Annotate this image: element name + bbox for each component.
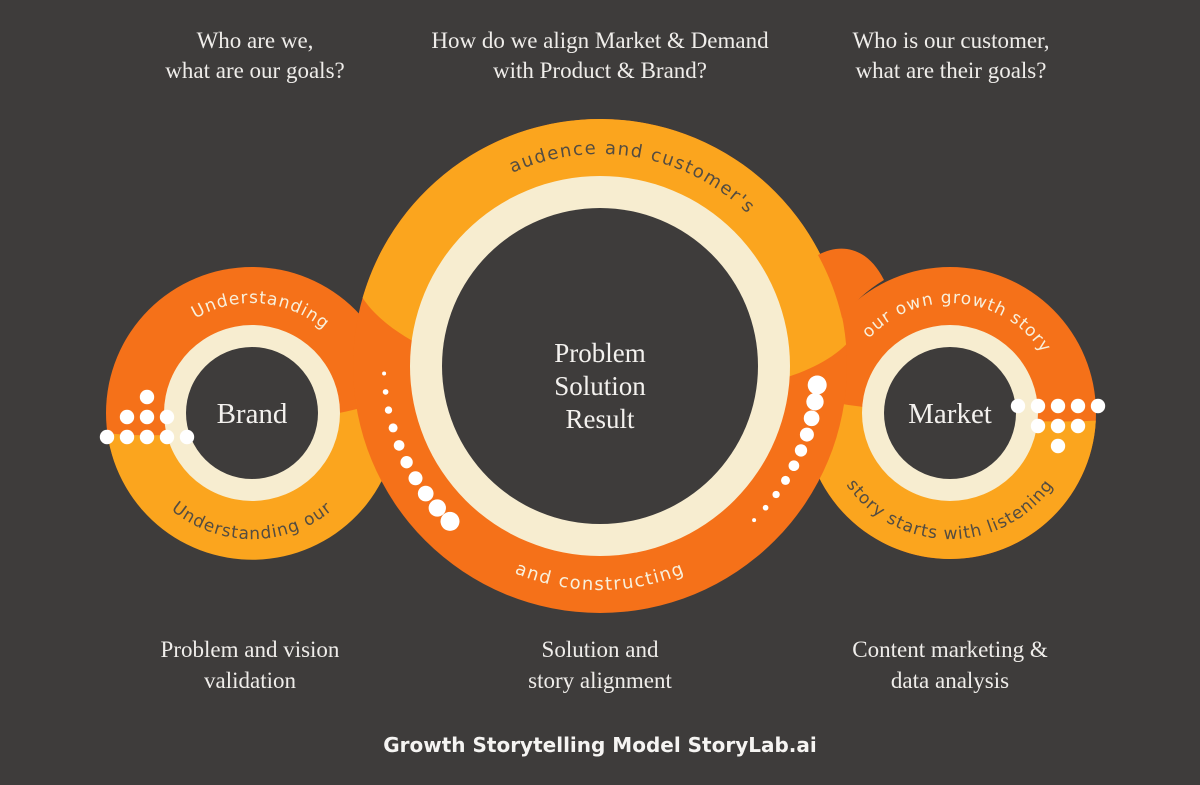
center-label-line-3: Result [565, 404, 635, 434]
decor-dot [428, 499, 446, 517]
center-circle [353, 118, 847, 613]
decor-dot [99, 429, 115, 445]
stage-label-center: Solution and story alignment [528, 637, 672, 694]
decor-dot [794, 444, 808, 457]
connector-swoosh [818, 248, 884, 318]
decor-dot [408, 471, 423, 486]
decor-dot [139, 429, 155, 445]
decor-dot [119, 409, 135, 425]
decor-dot [159, 409, 175, 425]
decor-dot [752, 518, 757, 523]
decor-dot [806, 393, 824, 411]
question-center: How do we align Market & Demand with Pro… [431, 28, 769, 84]
diagram-title: Growth Storytelling Model StoryLab.ai [383, 733, 817, 757]
decor-dot [382, 371, 387, 376]
decor-dot [400, 456, 413, 469]
decor-dot [1090, 398, 1106, 414]
decor-dot [159, 429, 175, 445]
decor-dot [788, 460, 800, 472]
decor-dot [807, 375, 827, 395]
brand-circle [106, 267, 399, 560]
stage-label-right: Content marketing & data analysis [852, 637, 1048, 694]
center-label-line-2: Solution [554, 371, 646, 401]
decor-dot [388, 423, 398, 433]
decor-dot [1030, 418, 1046, 434]
decor-dot [1050, 398, 1066, 414]
brand-core [186, 347, 318, 479]
dot-decorations [99, 371, 1106, 531]
decor-dot [1050, 438, 1066, 454]
decor-dot [139, 409, 155, 425]
center-core [442, 208, 758, 524]
question-right: Who is our customer, what are their goal… [852, 28, 1050, 84]
brand-label: Brand [217, 398, 288, 430]
decor-dot [119, 429, 135, 445]
decor-dot [393, 440, 405, 451]
question-left: Who are we, what are our goals? [165, 28, 345, 84]
decor-dot [139, 389, 155, 405]
stage-label-left: Problem and vision validation [160, 637, 340, 694]
decor-dot [384, 406, 393, 414]
decor-dot [1050, 418, 1066, 434]
decor-dot [772, 490, 780, 499]
decor-dot [179, 429, 195, 445]
market-circle [803, 267, 1096, 559]
decor-dot [799, 427, 814, 442]
decor-dot [1070, 418, 1086, 434]
decor-dot [382, 389, 389, 395]
decor-dot [1070, 398, 1086, 414]
market-label: Market [908, 398, 992, 430]
decor-dot [781, 475, 790, 485]
center-label-line-1: Problem [554, 338, 646, 368]
decor-dot [417, 485, 434, 502]
decor-dot [1030, 398, 1046, 414]
decor-dot [762, 504, 769, 511]
decor-dot [1010, 398, 1026, 414]
decor-dot [803, 410, 820, 427]
decor-dot [440, 511, 460, 531]
market-core [884, 347, 1016, 479]
